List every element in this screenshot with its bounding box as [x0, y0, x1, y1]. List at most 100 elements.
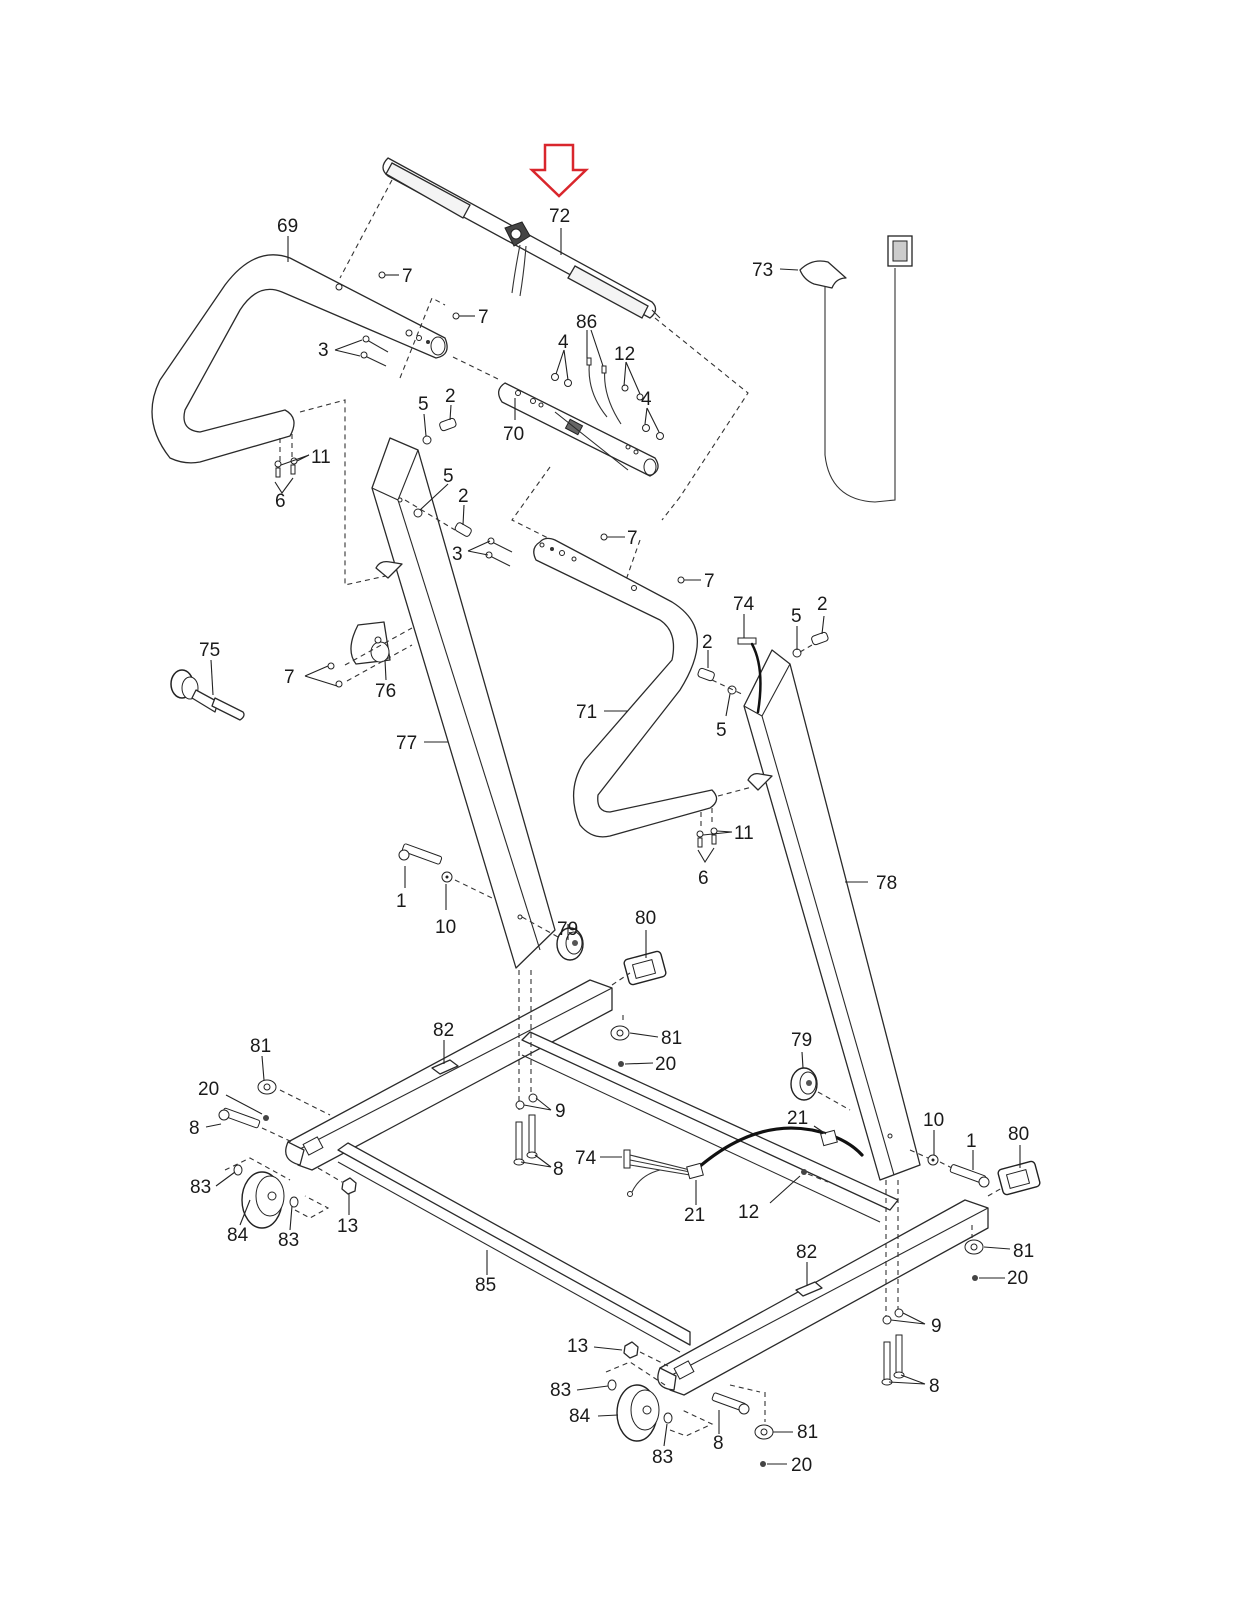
washer-5-a[interactable] — [422, 435, 432, 445]
screw-7-c[interactable] — [600, 533, 625, 541]
wheel-84-left[interactable] — [241, 1171, 285, 1229]
label-5: 5 — [791, 606, 802, 627]
base-frame-center-rail[interactable] — [521, 1031, 899, 1223]
label-10: 10 — [923, 1110, 944, 1131]
part-number-labels: 72 69 73 7 7 86 3 4 12 4 5 2 70 11 6 5 2… — [189, 206, 1034, 1476]
spacer-83-d[interactable] — [663, 1412, 673, 1424]
wheel-84-right[interactable] — [616, 1384, 660, 1442]
label-78: 78 — [876, 873, 897, 894]
nut-4-a[interactable] — [551, 373, 572, 387]
screw-3-lower[interactable] — [485, 537, 513, 567]
label-7: 7 — [284, 667, 295, 688]
part-72-handrail-console-bar[interactable] — [382, 157, 661, 319]
connector-21-b[interactable] — [820, 1129, 838, 1147]
bolt-2-d[interactable] — [697, 667, 715, 682]
washer-10-right[interactable] — [927, 1154, 939, 1166]
screw-7-b[interactable] — [452, 312, 475, 320]
washer-5-c[interactable] — [792, 648, 802, 658]
hardware-11-6-left[interactable] — [274, 434, 310, 494]
foot-81-d[interactable] — [754, 1424, 774, 1440]
label-82: 82 — [433, 1020, 454, 1041]
part-73-safety-key[interactable] — [799, 235, 913, 503]
part-76-latch-bracket[interactable] — [344, 621, 413, 682]
roller-79-left[interactable] — [556, 927, 584, 961]
bolt-8-right[interactable] — [711, 1392, 750, 1415]
part-75-latch-knob[interactable] — [170, 669, 245, 721]
label-81: 81 — [661, 1028, 682, 1049]
connector-21-a[interactable] — [686, 1162, 704, 1180]
nut-4-b[interactable] — [642, 424, 664, 440]
label-21: 21 — [684, 1205, 705, 1226]
label-2: 2 — [702, 632, 713, 653]
label-85: 85 — [475, 1275, 496, 1296]
bolt-2-c[interactable] — [811, 631, 829, 646]
label-12: 12 — [738, 1202, 759, 1223]
part-69-left-handrail[interactable] — [151, 254, 448, 464]
bolt-1-right[interactable] — [949, 1164, 990, 1188]
screw-20-c[interactable] — [972, 1275, 978, 1281]
cap-80-left[interactable] — [623, 950, 667, 986]
label-9: 9 — [555, 1101, 566, 1122]
label-84: 84 — [227, 1225, 249, 1246]
bolt-8-left[interactable] — [218, 1107, 261, 1129]
part-78-right-upright[interactable] — [743, 649, 921, 1181]
spacer-83-a[interactable] — [233, 1164, 243, 1176]
label-6: 6 — [698, 868, 709, 889]
label-9: 9 — [931, 1316, 942, 1337]
label-13: 13 — [337, 1216, 358, 1237]
washer-5-d[interactable] — [727, 685, 737, 695]
label-11: 11 — [734, 823, 754, 844]
base-frame-right-rail[interactable] — [657, 1199, 989, 1396]
label-72: 72 — [549, 206, 570, 227]
label-7: 7 — [704, 571, 715, 592]
part-74-wire-harness-upper[interactable] — [737, 637, 762, 714]
screw-12-upper[interactable] — [621, 384, 644, 401]
label-1: 1 — [396, 891, 407, 912]
part-77-left-upright[interactable] — [371, 437, 556, 969]
label-70: 70 — [503, 424, 524, 445]
label-81: 81 — [797, 1422, 818, 1443]
spacer-83-b[interactable] — [289, 1196, 299, 1208]
screw-3-upper[interactable] — [360, 335, 389, 367]
label-10: 10 — [435, 917, 456, 938]
label-7: 7 — [627, 528, 638, 549]
bolts-8-9-center[interactable] — [513, 970, 538, 1166]
washer-10-left[interactable] — [441, 871, 453, 883]
label-83: 83 — [550, 1380, 571, 1401]
screw-20-a[interactable] — [263, 1115, 269, 1121]
bolt-2-a[interactable] — [439, 417, 457, 432]
foot-81-b[interactable] — [610, 1025, 630, 1041]
label-12: 12 — [614, 344, 635, 365]
screw-7-a[interactable] — [378, 271, 399, 279]
screw-12-lower[interactable] — [801, 1169, 807, 1175]
bolt-2-b[interactable] — [454, 522, 472, 538]
label-83: 83 — [652, 1447, 673, 1468]
roller-79-right[interactable] — [790, 1067, 818, 1101]
label-76: 76 — [375, 681, 396, 702]
screw-7-e[interactable] — [304, 662, 343, 688]
nut-13-right[interactable] — [623, 1341, 639, 1359]
part-85-base-crossbar[interactable] — [337, 1142, 691, 1353]
bolts-8-9-right[interactable] — [881, 1180, 905, 1386]
bolt-1-left[interactable] — [398, 843, 443, 865]
label-74: 74 — [733, 594, 755, 615]
washer-5-b[interactable] — [413, 508, 423, 518]
part-86-ground-wire[interactable] — [586, 357, 622, 425]
screw-20-b[interactable] — [618, 1061, 624, 1067]
label-83: 83 — [190, 1177, 211, 1198]
label-3: 3 — [318, 340, 329, 361]
part-74-wire-harness-lower[interactable] — [623, 1126, 864, 1197]
screw-20-d[interactable] — [760, 1461, 766, 1467]
part-70-crossbar-bracket[interactable] — [498, 382, 659, 477]
part-71-right-handrail[interactable] — [533, 537, 718, 838]
hardware-11-6-right[interactable] — [696, 808, 733, 864]
label-6: 6 — [275, 491, 286, 512]
base-frame-left-rail[interactable] — [285, 979, 613, 1171]
label-84: 84 — [569, 1406, 591, 1427]
screw-7-d[interactable] — [677, 576, 701, 584]
spacer-83-c[interactable] — [607, 1379, 617, 1391]
foot-81-a[interactable] — [257, 1079, 277, 1095]
cap-80-right[interactable] — [997, 1160, 1041, 1196]
nut-13-left[interactable] — [341, 1177, 357, 1195]
foot-81-c[interactable] — [964, 1239, 984, 1255]
